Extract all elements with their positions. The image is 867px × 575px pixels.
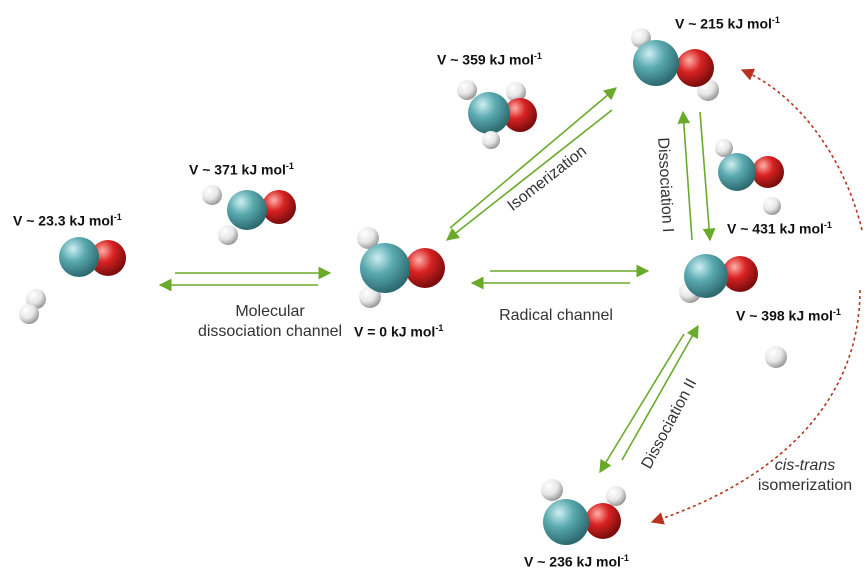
dissociation-2-arrows	[599, 324, 699, 474]
energy-label-hcoh-top: V ~ 215 kJ mol-1	[675, 15, 780, 32]
radical-channel-arrows	[470, 264, 650, 290]
cis-trans-arrows	[650, 68, 863, 525]
molecule-ts-isomerization	[457, 80, 537, 149]
energy-label-hco-h: V ~ 398 kJ mol-1	[736, 307, 841, 324]
cis-trans-label: cis-trans isomerization	[750, 456, 860, 496]
energy-label-h2co: V = 0 kJ mol-1	[354, 323, 444, 340]
cis-trans-rest: isomerization	[757, 477, 853, 494]
radical-channel-label: Radical channel	[499, 307, 613, 324]
energy-label-co-h2: V ~ 23.3 kJ mol-1	[13, 212, 122, 229]
molecule-h2co-center	[357, 227, 445, 308]
energy-label-ts-isomerization: V ~ 359 kJ mol-1	[437, 51, 542, 68]
molecule-ts-molecular	[202, 185, 296, 245]
molecule-hcoh-top	[631, 28, 719, 101]
cis-trans-italic: cis-trans	[774, 457, 836, 474]
energy-label-ts-dissociation-1: V ~ 431 kJ mol-1	[727, 220, 832, 237]
isomerization-arrows	[445, 87, 617, 241]
molecule-hco-h-right	[679, 254, 787, 368]
molecule-ts-dissociation-1	[715, 139, 784, 215]
energy-label-hcoh-bottom: V ~ 236 kJ mol-1	[524, 553, 629, 570]
molecular-channel-line1: Molecular	[235, 303, 305, 320]
molecule-hcoh-bottom	[541, 479, 626, 545]
molecular-channel-arrows	[158, 266, 332, 292]
molecule-co-h2-left	[19, 237, 126, 324]
molecular-channel-line2: dissociation channel	[197, 323, 343, 340]
energy-label-ts-molecular: V ~ 371 kJ mol-1	[189, 161, 294, 178]
molecular-channel-label: Molecular dissociation channel	[185, 302, 355, 342]
dissociation-1-arrows	[677, 110, 716, 242]
